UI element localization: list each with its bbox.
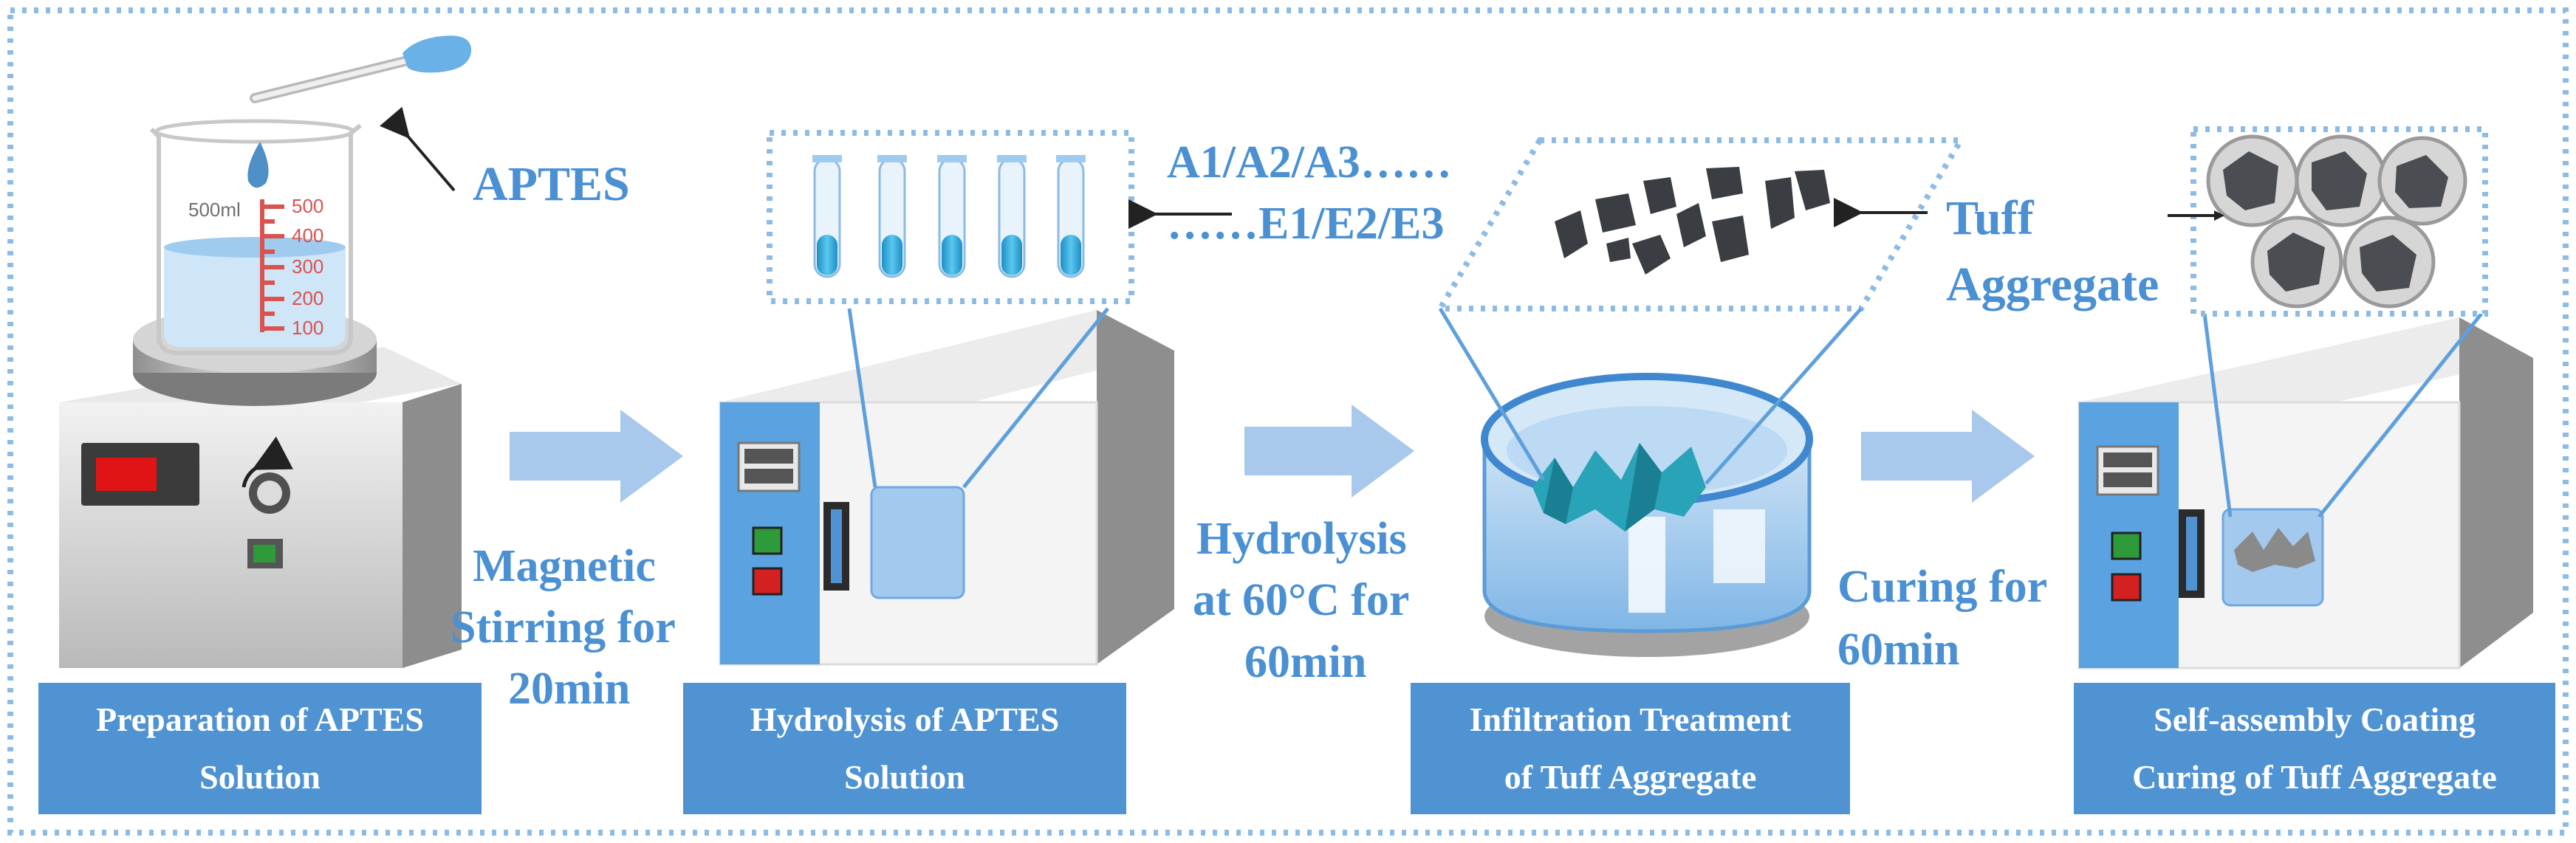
flow-arrow <box>1861 410 2035 503</box>
stirrer-knob-icon <box>242 436 294 514</box>
outer-border <box>7 7 2569 836</box>
pointer-arrow <box>380 106 456 192</box>
beaker-icon <box>149 119 362 355</box>
process-step-label: 20min <box>508 664 631 714</box>
tuff-aggregate-icon <box>1555 167 1830 275</box>
flow-arrow <box>510 410 683 503</box>
process-step-label: Hydrolysis <box>1196 514 1407 564</box>
process-step-label: at 60°C for <box>1193 575 1410 625</box>
aggregate-label: Aggregate <box>1946 258 2159 312</box>
oven-curing <box>2077 312 2533 670</box>
beaker-scale-label: 500 <box>292 195 323 217</box>
test-tubes-icon <box>812 155 1086 278</box>
flow-arrow <box>1244 405 1414 498</box>
magnetic-stirrer <box>59 306 462 668</box>
aggregate-label: Tuff <box>1946 191 2034 245</box>
process-step-label: Magnetic <box>473 541 656 591</box>
stage-title-line: Curing of Tuff Aggregate <box>2132 758 2497 796</box>
stage-box: Self-assembly Coating Curing of Tuff Agg… <box>2074 683 2555 814</box>
stage-box: Infiltration Treatment of Tuff Aggregate <box>1411 683 1850 814</box>
stage-title-line: Solution <box>199 758 321 796</box>
stage-title-line: of Tuff Aggregate <box>1504 758 1757 796</box>
beaker-scale-label: 400 <box>292 224 323 247</box>
treatment-dish <box>1438 307 1863 657</box>
sample-code-label: ……E1/E2/E3 <box>1167 199 1445 249</box>
stage-title-line: Infiltration Treatment <box>1469 701 1792 738</box>
pipette-icon <box>250 35 472 103</box>
beaker-scale-label: 300 <box>292 255 323 278</box>
stage-title-line: Self-assembly Coating <box>2154 701 2476 738</box>
process-step-label: 60min <box>1244 637 1367 687</box>
stage-box: Hydrolysis of APTES Solution <box>683 683 1126 814</box>
reagent-label: APTES <box>473 157 630 211</box>
sample-code-label: A1/A2/A3…… <box>1167 137 1452 187</box>
oven-window <box>870 486 965 599</box>
stage-title-line: Solution <box>844 758 965 796</box>
process-step-label: Curing for <box>1837 562 2048 612</box>
process-step-label: 60min <box>1837 624 1960 675</box>
beaker-volume-label: 500ml <box>188 199 241 221</box>
oven-hydrolysis <box>719 307 1174 666</box>
beaker-scale-label: 100 <box>292 317 323 339</box>
drop-icon <box>247 142 269 188</box>
beaker-scale-label: 200 <box>292 287 323 309</box>
stage-title-line: Hydrolysis of APTES <box>750 701 1060 738</box>
stage-title-line: Preparation of APTES <box>96 701 424 738</box>
stage-box: Preparation of APTES Solution <box>38 683 482 814</box>
process-step-label: Stirring for <box>451 602 676 653</box>
coated-aggregate-icon <box>2206 134 2467 309</box>
